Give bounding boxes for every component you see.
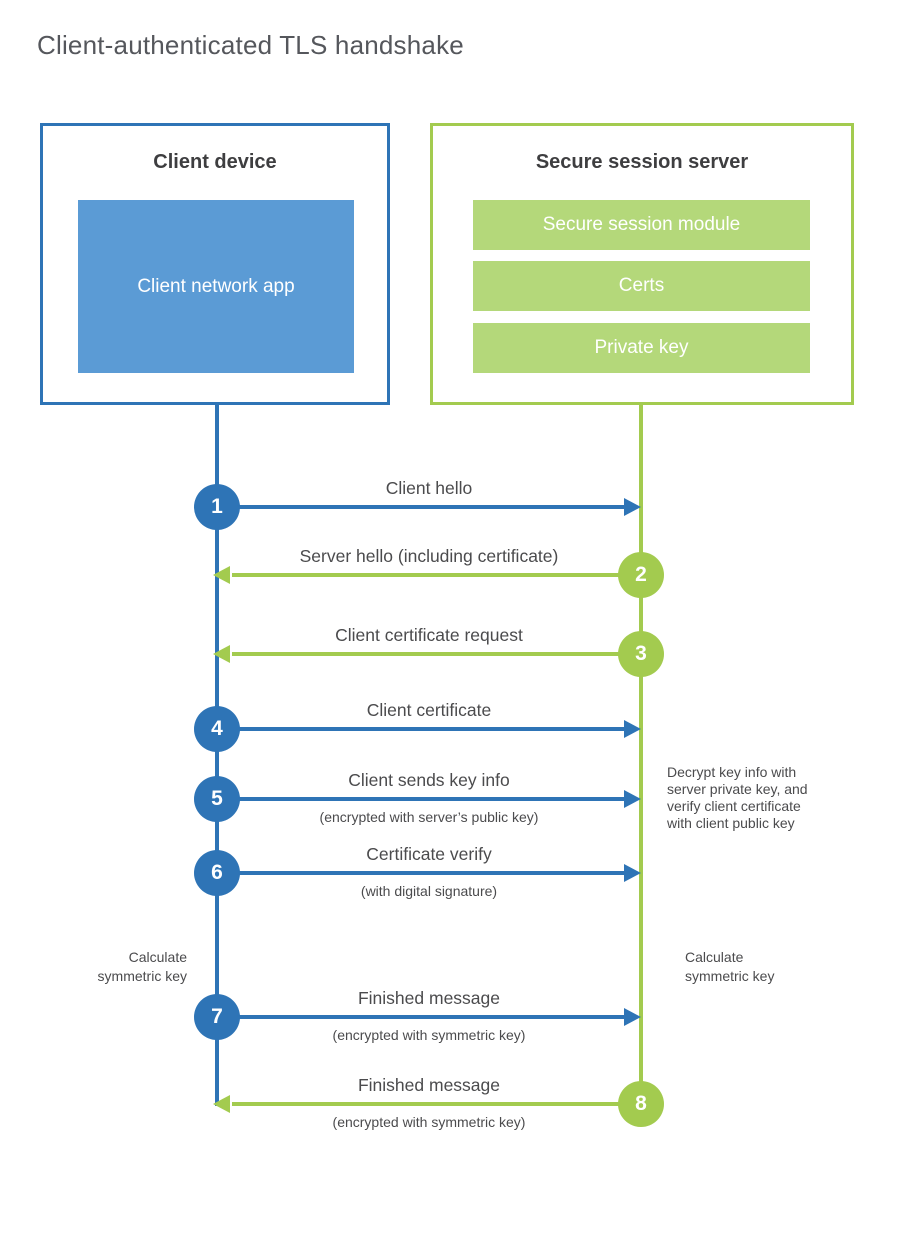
- message-arrowhead: [213, 1095, 230, 1113]
- step-circle: 5: [194, 776, 240, 822]
- message-arrowhead: [624, 720, 641, 738]
- message-sub-label: (encrypted with server’s public key): [319, 809, 539, 825]
- message-arrow-line: [217, 505, 624, 509]
- calculate-symmetric-key-server-note: Calculate symmetric key: [685, 949, 775, 984]
- calculate-symmetric-key-client-note: Calculate symmetric key: [97, 949, 187, 984]
- server-module-certs: Certs: [473, 261, 810, 311]
- message-arrow-line: [232, 652, 641, 656]
- step-circle: 3: [618, 631, 664, 677]
- message-label: Server hello (including certificate): [299, 546, 559, 566]
- client-network-app-box: Client network app: [78, 200, 354, 373]
- message-label: Client sends key info: [348, 770, 510, 790]
- server-module-secure-session-module: Secure session module: [473, 200, 810, 250]
- step-circle: 6: [194, 850, 240, 896]
- secure-session-server-title: Secure session server: [535, 151, 749, 173]
- server-lifeline: [639, 404, 643, 1104]
- message-arrow-line: [232, 1102, 641, 1106]
- message-arrow-line: [217, 797, 624, 801]
- message-arrow-line: [217, 1015, 624, 1019]
- server-module-private-key: Private key: [473, 323, 810, 373]
- message-arrow-line: [232, 573, 641, 577]
- message-label: Client certificate request: [335, 625, 523, 645]
- message-label: Client hello: [385, 478, 473, 498]
- message-sub-label: (encrypted with symmetric key): [332, 1114, 526, 1130]
- message-arrowhead: [624, 1008, 641, 1026]
- client-device-title: Client device: [153, 151, 277, 173]
- message-label: Client certificate: [366, 700, 492, 720]
- message-sub-label: (with digital signature): [360, 883, 498, 899]
- page-title: Client-authenticated TLS handshake: [37, 30, 464, 60]
- client-lifeline: [215, 404, 219, 1106]
- message-sub-label: (encrypted with symmetric key): [332, 1027, 526, 1043]
- message-arrowhead: [624, 790, 641, 808]
- step-circle: 8: [618, 1081, 664, 1127]
- message-arrow-line: [217, 727, 624, 731]
- step-circle: 2: [618, 552, 664, 598]
- message-label: Finished message: [357, 1075, 501, 1095]
- message-label: Certificate verify: [366, 844, 492, 864]
- step-circle: 1: [194, 484, 240, 530]
- message-label: Finished message: [357, 988, 501, 1008]
- message-arrowhead: [624, 864, 641, 882]
- decrypt-key-info-note: Decrypt key info with server private key…: [667, 764, 808, 831]
- message-arrowhead: [624, 498, 641, 516]
- message-arrowhead: [213, 645, 230, 663]
- step-circle: 7: [194, 994, 240, 1040]
- client-device-box: Client device Client network app: [40, 123, 390, 405]
- message-arrow-line: [217, 871, 624, 875]
- step-circle: 4: [194, 706, 240, 752]
- secure-session-server-box: Secure session server Secure session mod…: [430, 123, 854, 405]
- message-arrowhead: [213, 566, 230, 584]
